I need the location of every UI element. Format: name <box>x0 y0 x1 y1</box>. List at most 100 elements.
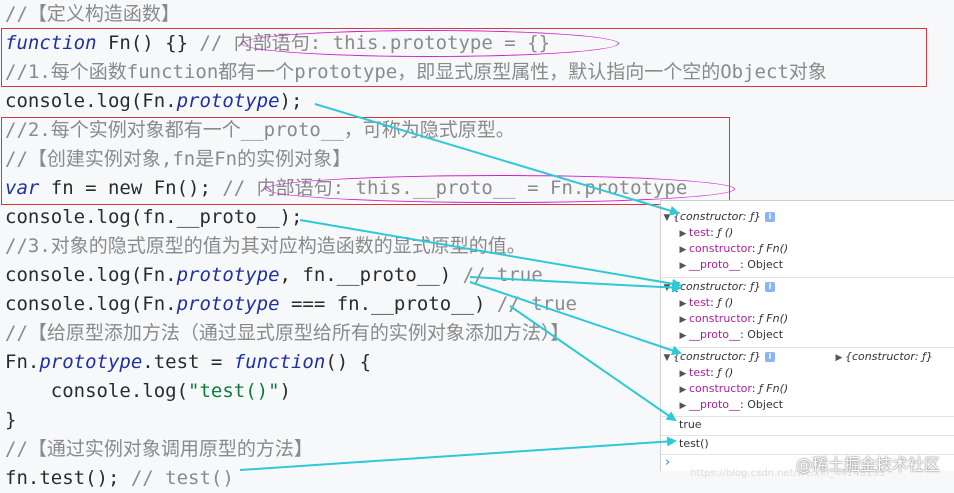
keyword-var: var <box>5 177 40 199</box>
property-value: ƒ () <box>717 296 734 309</box>
code-text: console.log(Fn. <box>5 90 177 112</box>
keyword-function: function <box>233 351 326 373</box>
property-value: ƒ Fn() <box>758 382 789 395</box>
property-row[interactable]: ▶test: ƒ () <box>661 365 954 381</box>
property-row[interactable]: ▶test: ƒ () <box>661 295 954 311</box>
code-line-14: console.log("test()") <box>5 377 291 406</box>
info-icon: i <box>764 212 775 222</box>
collapsed-triangle-icon[interactable]: ▶ <box>679 385 687 395</box>
collapsed-triangle-icon[interactable]: ▶ <box>679 331 687 341</box>
collapsed-triangle-icon[interactable]: ▶ <box>679 315 687 325</box>
object-label: {constructor: ƒ} <box>673 350 761 363</box>
property-key: test <box>689 296 711 309</box>
code-text: fn = new Fn(); <box>39 177 223 199</box>
property-row[interactable]: ▶constructor: ƒ Fn() <box>661 241 954 257</box>
object-header[interactable]: ▼{constructor: ƒ}i▶{constructor: ƒ} <box>661 349 954 365</box>
collapsed-triangle-icon[interactable]: ▶ <box>835 353 843 363</box>
watermark-url: https://blog.csdn.net/weixin_44148133 <box>690 468 886 479</box>
code-line-4: console.log(Fn.prototype); <box>5 87 302 116</box>
property-key: test <box>689 366 711 379</box>
code-text: === fn.__proto__) <box>279 293 497 315</box>
property-key: constructor <box>689 242 752 255</box>
code-text: , fn.__proto__) <box>279 264 463 286</box>
info-icon: i <box>764 352 775 362</box>
property-value: ƒ Fn() <box>758 242 789 255</box>
property-prototype: prototype <box>39 351 143 373</box>
collapsed-triangle-icon[interactable]: ▶ <box>679 401 687 411</box>
console-output-true: true <box>679 418 702 431</box>
console-divider <box>661 347 954 348</box>
annotation-oval-proto <box>265 175 735 203</box>
collapsed-triangle-icon[interactable]: ▶ <box>679 245 687 255</box>
annotation-oval-prototype <box>241 30 619 57</box>
collapsed-triangle-icon[interactable]: ▶ <box>679 299 687 309</box>
expanded-triangle-icon[interactable]: ▼ <box>663 353 671 363</box>
code-line-12: //【给原型添加方法（通过显式原型给所有的实例对象添加方法）】 <box>5 322 570 344</box>
code-line-16: //【通过实例对象调用原型的方法】 <box>5 438 313 460</box>
code-line-6: //【创建实例对象,fn是Fn的实例对象】 <box>5 148 352 170</box>
property-row[interactable]: ▶constructor: ƒ Fn() <box>661 311 954 327</box>
annotation-box-prototype <box>1 28 927 87</box>
object-header[interactable]: ▼{constructor: ƒ}i <box>661 209 954 225</box>
console-divider <box>661 435 954 436</box>
code-text: () { <box>325 351 372 373</box>
watermark: @稀土掘金技术社区 <box>795 455 940 474</box>
console-object-2[interactable]: ▼{constructor: ƒ}i ▶test: ƒ () ▶construc… <box>661 279 954 343</box>
code-line-15: } <box>5 409 17 431</box>
object-label: {constructor: ƒ} <box>845 350 933 363</box>
property-row[interactable]: ▶test: ƒ () <box>661 225 954 241</box>
property-key: constructor <box>689 312 752 325</box>
code-comment: // test() <box>130 467 234 489</box>
code-text: ) <box>279 380 291 402</box>
property-value: Object <box>747 328 784 341</box>
console-divider <box>661 277 954 278</box>
property-value: ƒ Fn() <box>758 312 789 325</box>
property-row[interactable]: ▶__proto__: Object <box>661 257 954 273</box>
object-label: {constructor: ƒ} <box>673 210 761 223</box>
console-divider <box>661 416 954 417</box>
object-label: {constructor: ƒ} <box>673 280 761 293</box>
devtools-console: ▼{constructor: ƒ}i ▶test: ƒ () ▶construc… <box>660 200 954 471</box>
code-line-1: //【定义构造函数】 <box>5 3 180 25</box>
property-value: ƒ () <box>717 366 734 379</box>
info-icon: i <box>764 282 775 292</box>
collapsed-triangle-icon[interactable]: ▶ <box>679 369 687 379</box>
property-row[interactable]: ▶__proto__: Object <box>661 397 954 413</box>
code-text: console.log(Fn. <box>5 293 177 315</box>
console-object-4[interactable]: ▶{constructor: ƒ} <box>833 349 933 366</box>
code-text: .test = <box>142 351 234 373</box>
collapsed-triangle-icon[interactable]: ▶ <box>679 229 687 239</box>
code-line-9: //3.对象的隐式原型的值为其对应构造函数的显式原型的值。 <box>5 235 526 257</box>
code-line-3: //1.每个函数function都有一个prototype，即显式原型属性，默认… <box>5 61 827 83</box>
property-prototype: prototype <box>176 90 280 112</box>
property-key: test <box>689 226 711 239</box>
console-object-1[interactable]: ▼{constructor: ƒ}i ▶test: ƒ () ▶construc… <box>661 209 954 273</box>
console-object-3[interactable]: ▼{constructor: ƒ}i▶{constructor: ƒ} ▶tes… <box>661 349 954 413</box>
code-text: ); <box>279 90 303 112</box>
property-key: __proto__ <box>689 398 741 411</box>
console-prompt-icon[interactable]: › <box>665 455 671 470</box>
property-row[interactable]: ▶__proto__: Object <box>661 327 954 343</box>
code-line-8: console.log(fn.__proto__); <box>5 206 303 228</box>
property-prototype: prototype <box>176 264 280 286</box>
string-literal: "test()" <box>188 380 280 402</box>
code-line-13: Fn.prototype.test = function() { <box>5 348 371 377</box>
code-text: console.log( <box>5 380 189 402</box>
expanded-triangle-icon[interactable]: ▼ <box>663 283 671 293</box>
property-row[interactable]: ▶constructor: ƒ Fn() <box>661 381 954 397</box>
collapsed-triangle-icon[interactable]: ▶ <box>679 261 687 271</box>
property-value: ƒ () <box>717 226 734 239</box>
code-line-11: console.log(Fn.prototype === fn.__proto_… <box>5 290 577 319</box>
property-key: __proto__ <box>689 258 741 271</box>
code-comment: // true <box>462 264 543 286</box>
property-prototype: prototype <box>176 293 280 315</box>
object-header[interactable]: ▼{constructor: ƒ}i <box>661 279 954 295</box>
code-text: Fn. <box>5 351 40 373</box>
expanded-triangle-icon[interactable]: ▼ <box>663 213 671 223</box>
console-divider <box>661 454 954 455</box>
code-comment: // true <box>496 293 577 315</box>
code-line-17: fn.test(); // test() <box>5 464 234 493</box>
code-line-10: console.log(Fn.prototype, fn.__proto__) … <box>5 261 543 290</box>
code-text: Fn() {} <box>96 32 200 54</box>
code-text: fn.test(); <box>5 467 131 489</box>
